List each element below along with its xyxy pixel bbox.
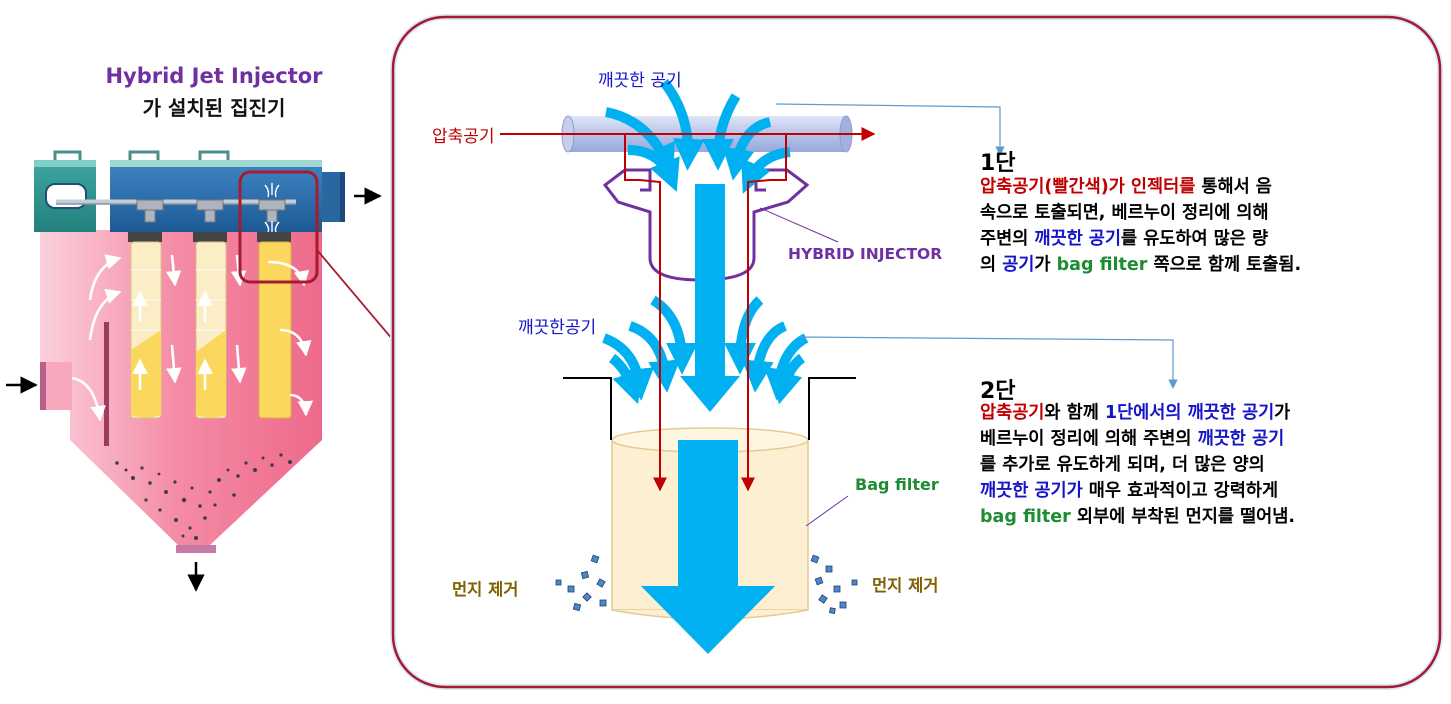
stage1-segment: 속으로 토출되면, 베르누이 정리에 의해 [980,203,1269,223]
stage1-segment: bag filter [1056,255,1148,275]
dust-collector [6,150,382,592]
stage2-segment: 가 [1274,403,1291,423]
stage2-segment: 매우 효과적이고 강력하게 [1082,481,1279,501]
stage2-segment: 1단에서의 깨끗한 공기 [1104,403,1275,423]
stage1-line: 압축공기(빨간색)가 인젝터를 통해서 음 [980,174,1301,200]
stage1-line: 의 공기가 bag filter 쪽으로 함께 토출됨. [980,252,1301,278]
stage2-segment: 를 추가로 유도하게 되며, 더 많은 양의 [980,455,1265,475]
stage2-segment: 베르누이 정리에 의해 주변의 [980,429,1198,449]
stage1-segment: 깨끗한 공기 [1034,229,1121,249]
stage1-segment: 쪽으로 함께 토출됨. [1147,255,1302,275]
stage1-segment: 통해서 음 [1195,177,1272,197]
stage1-line: 속으로 토출되면, 베르누이 정리에 의해 [980,200,1301,226]
stage2-line: 를 추가로 유도하게 되며, 더 많은 양의 [980,452,1295,478]
dust-particles [555,554,858,614]
label-bag-filter: Bag filter [855,475,939,494]
zoom-line [316,249,394,341]
filter-bags [130,241,292,419]
collector-subtitle: 가 설치된 집진기 [142,96,286,120]
collector-title: Hybrid Jet Injector [105,64,323,88]
stage2-segment: 압축공기 [980,403,1045,423]
label-clean-air-top: 깨끗한 공기 [598,71,682,91]
label-compressed-air: 압축공기 [432,127,495,147]
label-clean-air-mid: 깨끗한공기 [518,318,597,338]
label-dust-right: 먼지 제거 [872,576,939,595]
stage2-line: 압축공기와 함께 1단에서의 깨끗한 공기가 [980,400,1295,426]
stage2-segment: 깨끗한 공기 [1197,429,1285,449]
stage2-segment: 외부에 부착된 먼지를 떨어냄. [1070,507,1296,527]
stage1-segment: 가 [1034,255,1057,275]
detail-frame [391,15,1442,689]
stage1-segment: 를 유도하여 많은 량 [1121,229,1269,249]
label-dust-left: 먼지 제거 [452,580,519,599]
airflow-arrows [641,184,775,654]
stage2-line: bag filter 외부에 부착된 먼지를 떨어냄. [980,504,1295,530]
stage2-segment: bag filter [980,507,1071,527]
stage2-line: 깨끗한 공기가 매우 효과적이고 강력하게 [980,478,1295,504]
stage1-segment: 공기 [1002,255,1035,275]
stage1-title: 1단 [980,151,1016,176]
stage2-segment: 와 함께 [1044,403,1105,423]
stage2-title: 2단 [980,379,1016,404]
label-hybrid-injector: HYBRID INJECTOR [788,245,943,263]
stage1-segment: 주변의 [980,229,1035,249]
stage1-segment: 압축공기(빨간색)가 인젝터를 [980,177,1196,197]
stage1-segment: 의 [980,255,1003,275]
stage1-line: 주변의 깨끗한 공기를 유도하여 많은 량 [980,226,1301,252]
stage2-segment: 깨끗한 공기가 [980,481,1083,501]
stage2-line: 베르누이 정리에 의해 주변의 깨끗한 공기 [980,426,1295,452]
